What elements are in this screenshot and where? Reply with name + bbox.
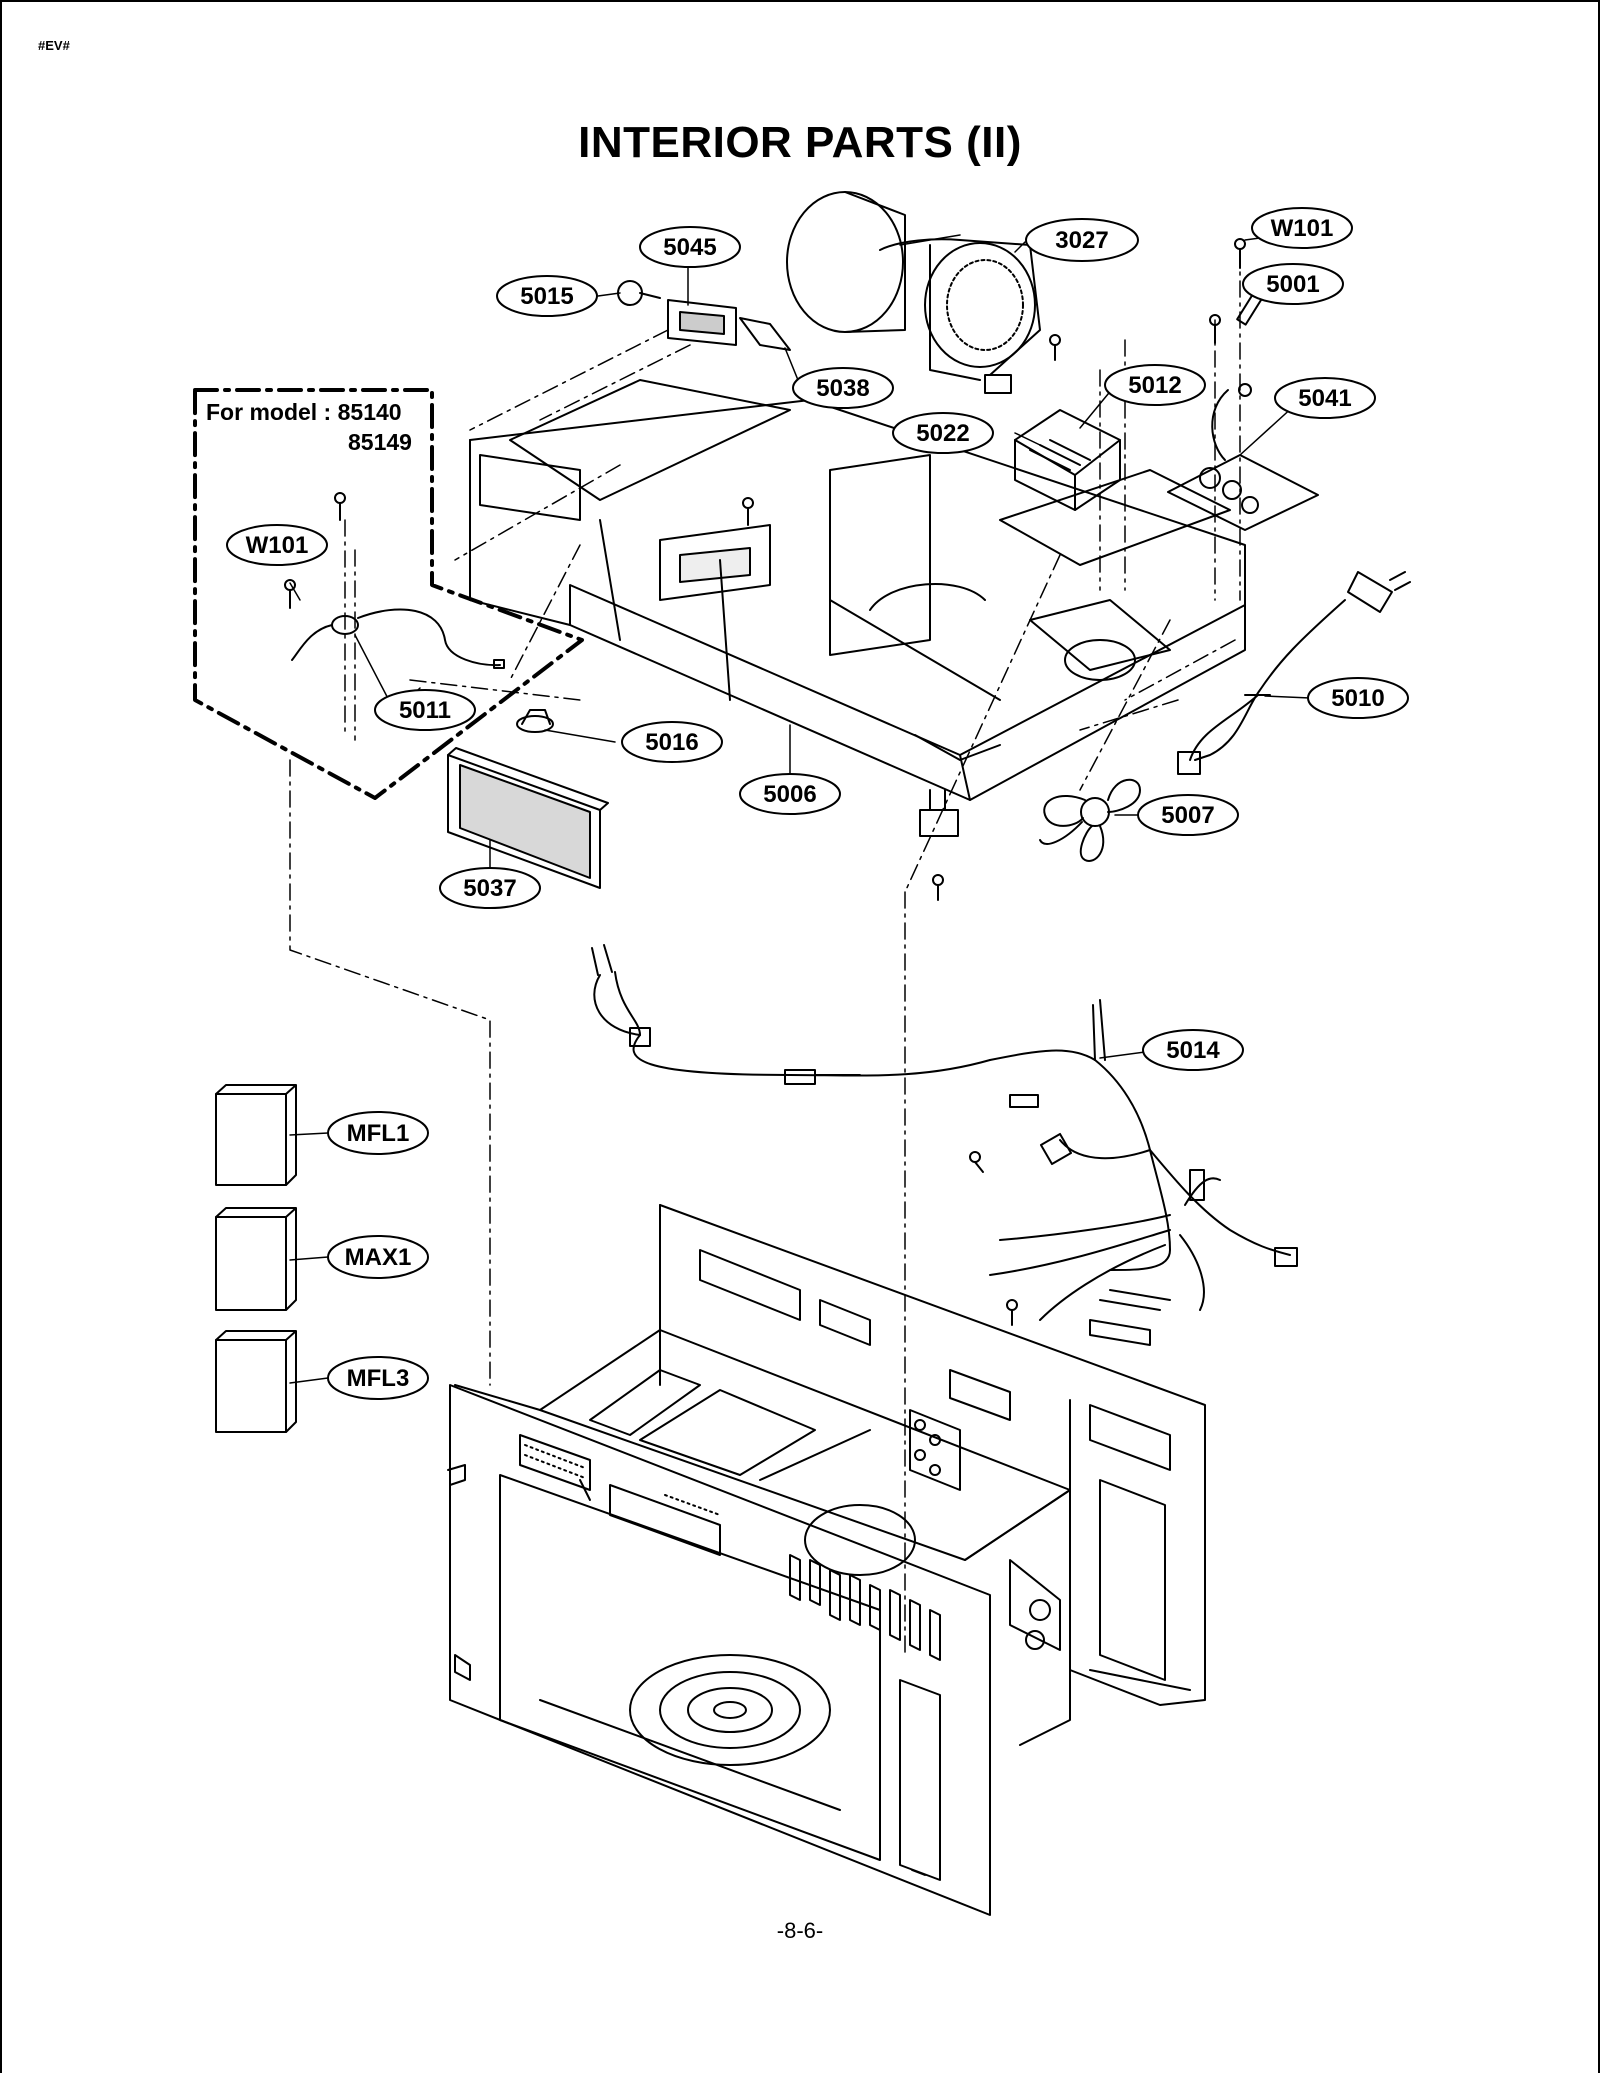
wire-harness-5014 [591, 944, 1298, 1346]
svg-text:5012: 5012 [1128, 372, 1181, 399]
callout-5007: 5007 [1137, 794, 1239, 836]
fan-blade-5007 [1039, 778, 1141, 862]
lamp-socket-5045 [667, 299, 737, 346]
model-boundary [193, 388, 584, 800]
svg-text:MAX1: MAX1 [345, 1244, 412, 1271]
callout-5038: 5038 [792, 367, 894, 409]
thermal-5011 [291, 608, 505, 669]
svg-text:5037: 5037 [463, 875, 516, 902]
screws [284, 238, 1246, 1326]
callout-3027: 3027 [1025, 218, 1139, 262]
svg-text:5001: 5001 [1266, 271, 1319, 298]
svg-text:W101: W101 [246, 532, 309, 559]
callout-5006: 5006 [739, 773, 841, 815]
box-icon-mfl1 [215, 1084, 297, 1186]
thermal-cutout-5016 [516, 709, 554, 733]
callout-w101-model: W101 [226, 524, 328, 566]
magnetron-5022 [1014, 409, 1121, 511]
doc-code: #EV# [38, 38, 70, 53]
callout-5037: 5037 [439, 867, 541, 909]
svg-text:5045: 5045 [663, 234, 716, 261]
svg-text:5011: 5011 [399, 697, 451, 724]
box-icon-mfl3 [215, 1330, 297, 1433]
callout-5022: 5022 [892, 412, 994, 454]
svg-text:5006: 5006 [763, 781, 816, 808]
svg-text:W101: W101 [1271, 215, 1334, 242]
power-cord-5010 [1177, 571, 1411, 775]
holder-5038 [739, 317, 791, 351]
terminal-block [919, 789, 959, 837]
svg-text:MFL1: MFL1 [347, 1120, 410, 1147]
box-icon-max1 [215, 1207, 297, 1311]
model-note-line1: For model : 85140 [206, 399, 402, 425]
page-title: INTERIOR PARTS (II) [578, 118, 1022, 167]
callout-5001: 5001 [1242, 263, 1344, 305]
svg-text:5007: 5007 [1161, 802, 1214, 829]
filter-5037 [447, 747, 609, 889]
base-plate-5006 [469, 379, 1246, 801]
callout-max1: MAX1 [327, 1235, 429, 1279]
svg-text:MFL3: MFL3 [347, 1365, 410, 1392]
page-number: -8-6- [776, 1918, 824, 1943]
callout-5016: 5016 [621, 721, 723, 763]
svg-text:5010: 5010 [1331, 685, 1384, 712]
lamp-5015 [617, 280, 661, 306]
model-note-line2: 85149 [348, 429, 412, 455]
svg-text:5016: 5016 [645, 729, 698, 756]
svg-text:5015: 5015 [520, 283, 573, 310]
callout-5041: 5041 [1274, 377, 1376, 419]
svg-text:5041: 5041 [1298, 385, 1351, 412]
callout-5010: 5010 [1307, 677, 1409, 719]
callout-mfl3: MFL3 [327, 1356, 429, 1400]
cavity-assembly [447, 1204, 1206, 1916]
svg-text:3027: 3027 [1055, 227, 1108, 254]
callout-5045: 5045 [639, 226, 741, 268]
svg-text:5014: 5014 [1166, 1037, 1220, 1064]
blower-3027 [786, 191, 1041, 394]
callout-5014: 5014 [1142, 1029, 1244, 1071]
pcb-5041 [1167, 383, 1319, 531]
callout-w101-top: W101 [1251, 207, 1353, 249]
callout-5015: 5015 [496, 275, 598, 317]
svg-text:5022: 5022 [916, 420, 969, 447]
callout-5011: 5011 [374, 689, 476, 731]
callout-mfl1: MFL1 [327, 1111, 429, 1155]
svg-text:5038: 5038 [816, 375, 869, 402]
callout-5012: 5012 [1104, 364, 1206, 406]
